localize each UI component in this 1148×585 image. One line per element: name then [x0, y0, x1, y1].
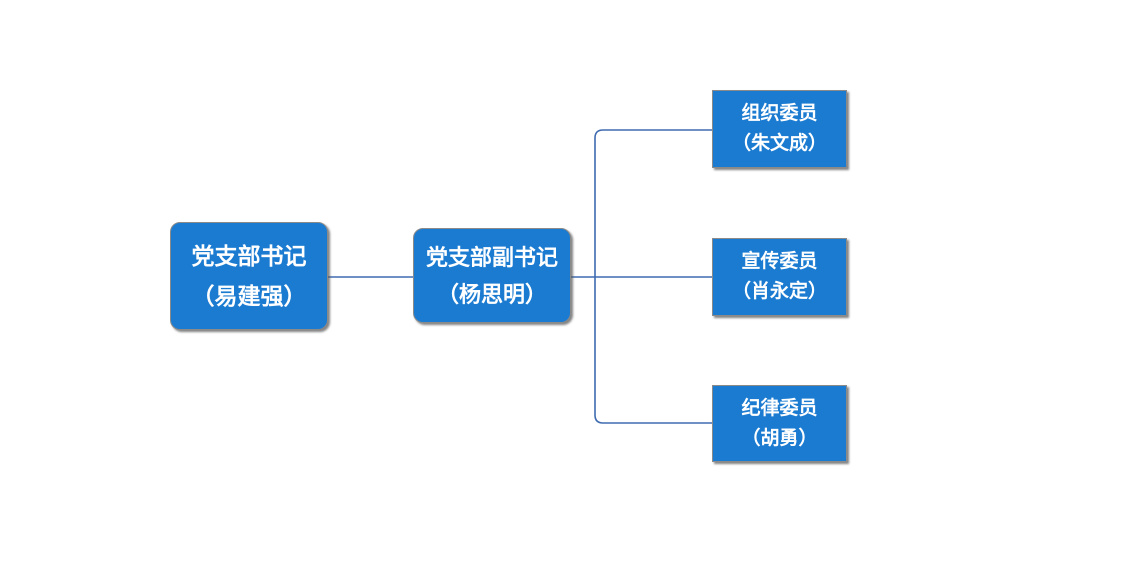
node-publicity-committee-member[interactable]: 宣传委员 （肖永定）: [712, 238, 847, 316]
node-deputy-party-branch-secretary[interactable]: 党支部副书记 （杨思明）: [413, 228, 571, 323]
node-role: 党支部书记: [191, 243, 307, 269]
node-discipline-committee-member[interactable]: 纪律委员 （胡勇）: [712, 385, 847, 462]
node-person-name: （肖永定）: [731, 281, 827, 302]
node-role: 宣传委员: [741, 251, 818, 272]
node-organization-committee-member[interactable]: 组织委员 （朱文成）: [712, 90, 847, 168]
node-person-name: （杨思明）: [436, 281, 547, 307]
node-person-name: （朱文成）: [731, 133, 827, 154]
connector-deputy-organization: [594, 129, 712, 277]
node-role: 纪律委员: [741, 397, 818, 419]
connector-deputy-discipline: [594, 277, 712, 424]
node-role: 党支部副书记: [425, 244, 558, 270]
node-person-name: （易建强）: [191, 283, 307, 309]
node-person-name: （胡勇）: [741, 427, 818, 449]
node-party-branch-secretary[interactable]: 党支部书记 （易建强）: [170, 222, 328, 330]
node-role: 组织委员: [741, 103, 818, 124]
